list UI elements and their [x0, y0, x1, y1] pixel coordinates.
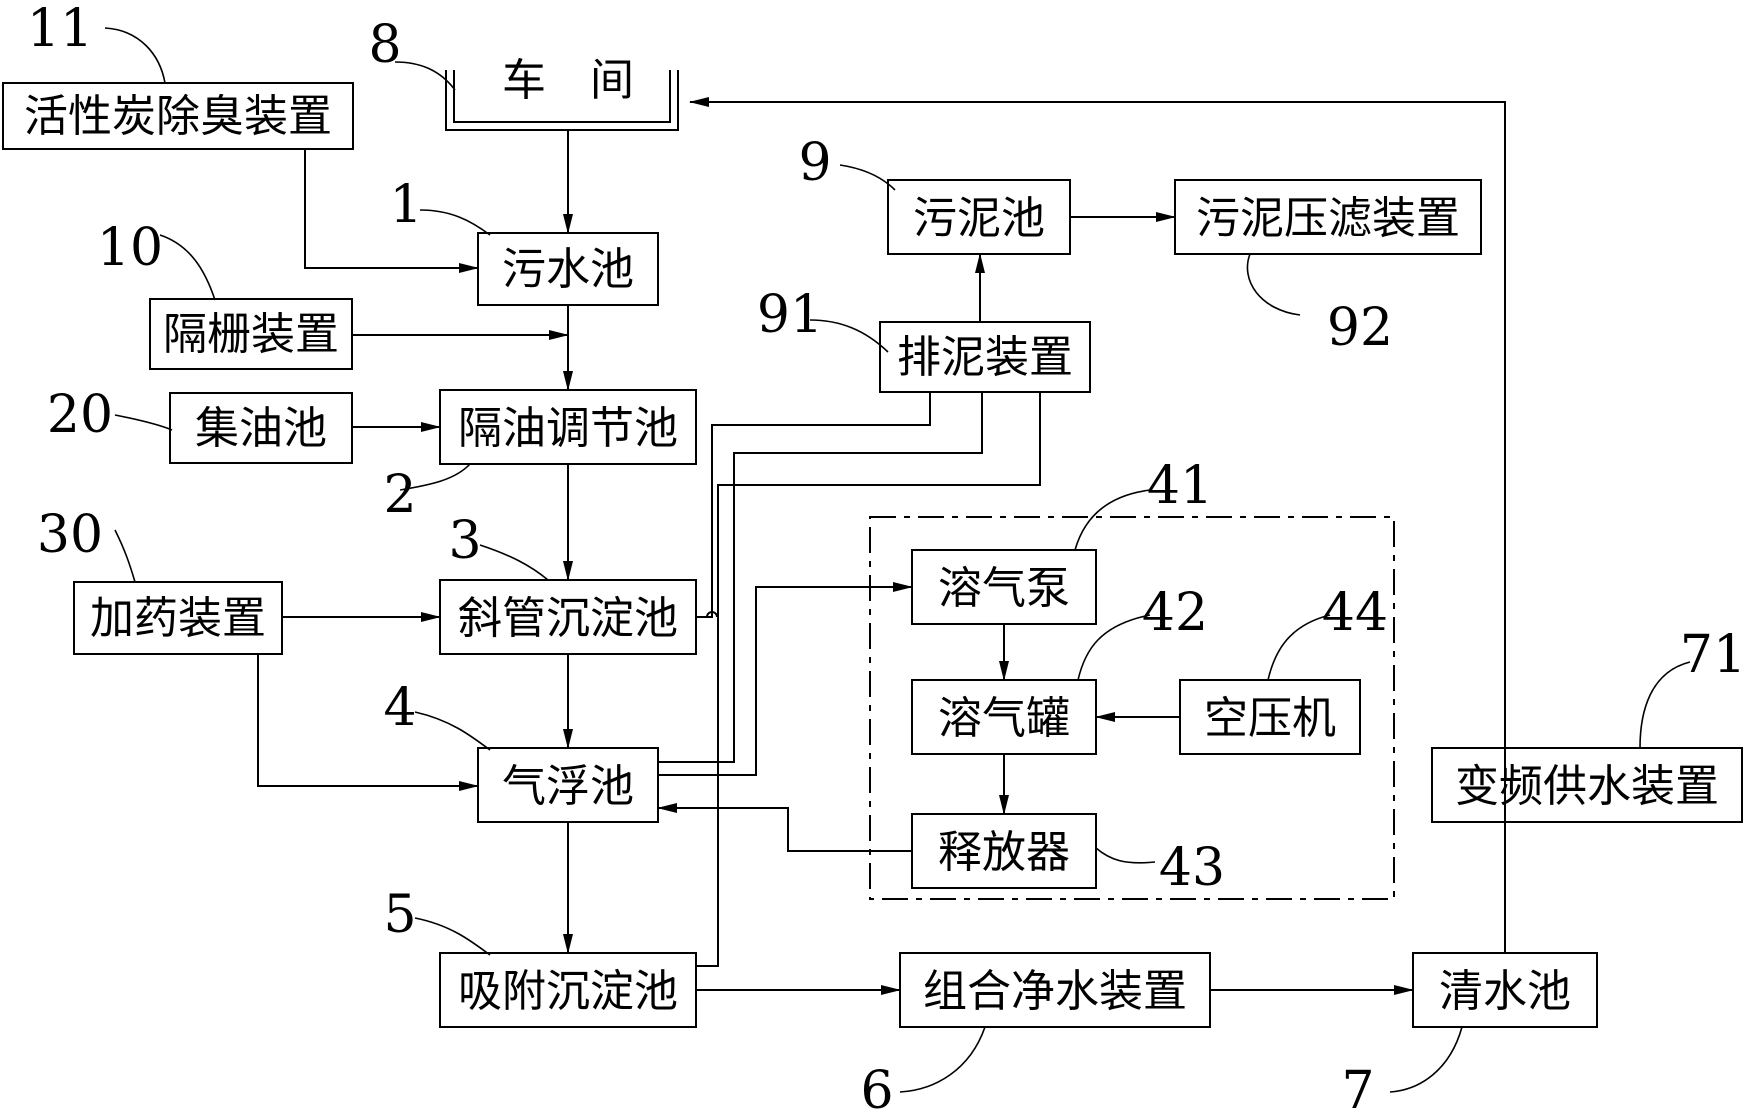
- grille-device-label: 隔栅装置: [163, 309, 339, 360]
- ref-6: 6: [860, 1061, 893, 1111]
- ref-42: 42: [1142, 583, 1208, 643]
- ref-7: 7: [1341, 1061, 1374, 1111]
- dissolved-air-tank-node: 溶气罐: [911, 679, 1097, 755]
- releaser-label: 释放器: [938, 827, 1070, 878]
- air-compressor-node: 空压机: [1179, 679, 1361, 755]
- dissolved-air-tank-label: 溶气罐: [938, 693, 1070, 744]
- ref-91: 91: [757, 285, 823, 345]
- flotation-to-pump-arrow: [658, 582, 913, 776]
- ref-2: 2: [383, 465, 416, 525]
- sludge-pipe-inclined: [696, 392, 931, 618]
- ref-1: 1: [389, 175, 422, 235]
- releaser-to-flotation-arrow: [657, 803, 912, 852]
- variable-freq-supply-node: 变频供水装置: [1431, 747, 1743, 823]
- ref-9: 9: [798, 133, 831, 193]
- reference-numbers: 11 8 1 10 20 2 30 3 4 5 6 7 9 91 92 41 4…: [27, 0, 1746, 1111]
- ref-41: 41: [1147, 456, 1213, 516]
- ref-4: 4: [383, 678, 416, 738]
- ref-30: 30: [37, 505, 103, 565]
- dissolved-air-pump-label: 溶气泵: [938, 563, 1070, 614]
- sewage-pool-node: 污水池: [477, 232, 659, 306]
- dosing-to-flotation-arrow: [257, 654, 479, 791]
- ref-8: 8: [368, 15, 401, 75]
- sludge-pool-label: 污泥池: [913, 193, 1045, 244]
- ref-71: 71: [1680, 625, 1746, 685]
- reference-leaders: [104, 27, 1691, 1093]
- workshop-node: 车 间: [445, 55, 679, 131]
- clear-water-pool-node: 清水池: [1412, 952, 1598, 1028]
- ref-20: 20: [47, 385, 113, 445]
- air-flotation-pool-label: 气浮池: [502, 761, 634, 812]
- sewage-pool-label: 污水池: [502, 244, 634, 295]
- adsorption-sedimentation-node: 吸附沉淀池: [439, 952, 697, 1028]
- adsorption-sedimentation-label: 吸附沉淀池: [458, 966, 678, 1017]
- combined-purification-label: 组合净水装置: [923, 966, 1187, 1017]
- oil-separation-pool-node: 隔油调节池: [439, 389, 697, 465]
- oil-collecting-pool-label: 集油池: [195, 403, 327, 454]
- clear-to-workshop-return-arrow: [689, 97, 1506, 953]
- dissolved-air-pump-node: 溶气泵: [911, 549, 1097, 625]
- sludge-pool-node: 污泥池: [887, 179, 1071, 255]
- oil-collecting-pool-node: 集油池: [169, 392, 353, 464]
- inclined-tube-sedimentation-label: 斜管沉淀池: [458, 593, 678, 644]
- activated-carbon-deodorizer-label: 活性炭除臭装置: [24, 91, 332, 142]
- sludge-pipe-flotation: [658, 392, 983, 763]
- air-flotation-subsystem-boundary: [869, 516, 1395, 900]
- ref-43: 43: [1159, 838, 1225, 898]
- ref-5: 5: [383, 885, 416, 945]
- workshop-label: 车 间: [502, 55, 634, 106]
- inclined-tube-sedimentation-node: 斜管沉淀池: [439, 579, 697, 655]
- dosing-device-label: 加药装置: [90, 593, 266, 644]
- sludge-pipe-adsorption: [696, 392, 1041, 967]
- activated-carbon-deodorizer-node: 活性炭除臭装置: [2, 82, 354, 150]
- combined-purification-node: 组合净水装置: [899, 952, 1211, 1028]
- ref-92: 92: [1327, 298, 1393, 358]
- air-compressor-label: 空压机: [1204, 693, 1336, 744]
- sludge-discharge-label: 排泥装置: [897, 332, 1073, 383]
- variable-freq-supply-label: 变频供水装置: [1455, 761, 1719, 812]
- dosing-device-node: 加药装置: [73, 581, 283, 655]
- ref-44: 44: [1322, 583, 1388, 643]
- clear-water-pool-label: 清水池: [1439, 966, 1571, 1017]
- flow-connectors: [257, 97, 1506, 995]
- sludge-discharge-node: 排泥装置: [879, 321, 1091, 393]
- oil-separation-pool-label: 隔油调节池: [458, 403, 678, 454]
- grille-device-node: 隔栅装置: [149, 298, 353, 370]
- deodorizer-to-sewage-arrow: [304, 149, 479, 273]
- sludge-press-filter-node: 污泥压滤装置: [1174, 179, 1482, 255]
- sludge-press-filter-label: 污泥压滤装置: [1196, 193, 1460, 244]
- ref-3: 3: [448, 511, 481, 571]
- ref-11: 11: [27, 0, 93, 59]
- ref-10: 10: [97, 218, 163, 278]
- releaser-node: 释放器: [911, 813, 1097, 889]
- air-flotation-pool-node: 气浮池: [477, 747, 659, 823]
